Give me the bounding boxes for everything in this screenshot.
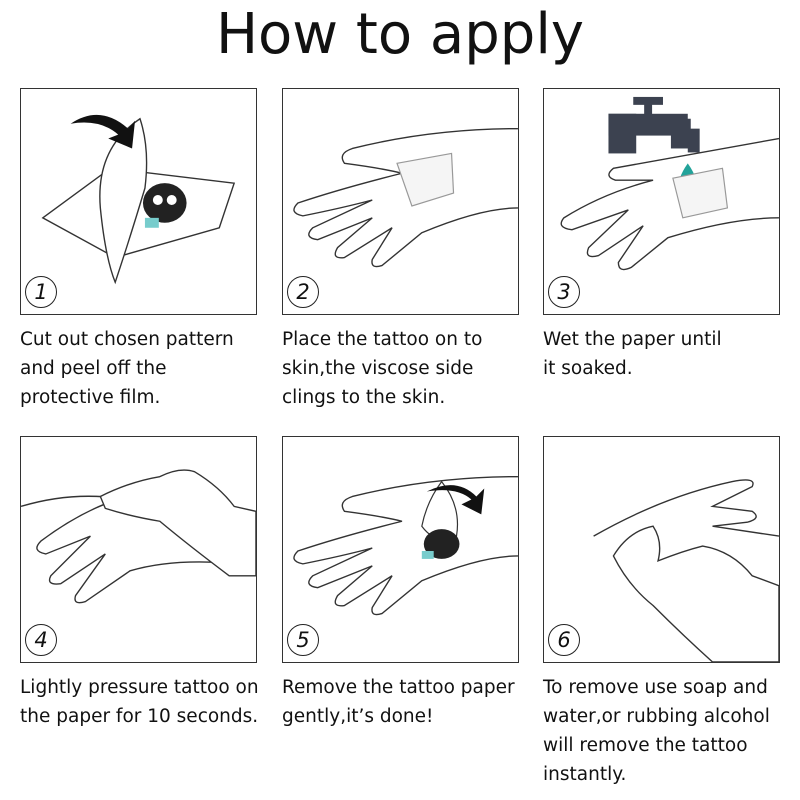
caption-line: Remove the tattoo paper: [282, 677, 515, 698]
caption-line: will remove the tattoo: [543, 735, 748, 756]
remove-paper-icon: [293, 475, 518, 616]
caption-line: water,or rubbing alcohol: [543, 706, 770, 727]
hand-with-tattoo-icon: [293, 127, 518, 268]
caption-line: the paper for 10 seconds.: [20, 706, 259, 727]
caption-line: instantly.: [543, 764, 627, 785]
step-3-illustration: 3: [543, 88, 780, 315]
step-number-badge: 1: [25, 276, 57, 308]
caption-line: it soaked.: [543, 358, 633, 379]
step-number-badge: 4: [25, 624, 57, 656]
page-title: How to apply: [215, 2, 585, 67]
press-hand-icon: [21, 469, 256, 604]
step-4-illustration: 4: [20, 436, 257, 663]
step-number-badge: 3: [548, 276, 580, 308]
caption-line: Place the tattoo on to: [282, 329, 483, 350]
wipe-hands-icon: [593, 479, 779, 662]
step-2-caption: Place the tattoo on to skin,the viscose …: [282, 325, 532, 412]
step-number-badge: 6: [548, 624, 580, 656]
step-4-caption: Lightly pressure tattoo on the paper for…: [20, 673, 270, 731]
caption-line: skin,the viscose side: [282, 358, 474, 379]
caption-line: protective film.: [20, 387, 161, 408]
step-1-caption: Cut out chosen pattern and peel off the …: [20, 325, 270, 412]
step-6-caption: To remove use soap and water,or rubbing …: [543, 673, 793, 789]
caption-line: clings to the skin.: [282, 387, 446, 408]
step-number-badge: 2: [287, 276, 319, 308]
peel-film-icon: [41, 114, 236, 285]
caption-line: and peel off the: [20, 358, 167, 379]
step-number-badge: 5: [287, 624, 319, 656]
caption-line: Wet the paper until: [543, 329, 722, 350]
step-2-illustration: 2: [282, 88, 519, 315]
caption-line: To remove use soap and: [543, 677, 768, 698]
step-5-caption: Remove the tattoo paper gently,it’s done…: [282, 673, 532, 731]
caption-line: gently,it’s done!: [282, 706, 434, 727]
step-1-illustration: 1: [20, 88, 257, 315]
caption-line: Cut out chosen pattern: [20, 329, 234, 350]
caption-line: Lightly pressure tattoo on: [20, 677, 259, 698]
step-3-caption: Wet the paper until it soaked.: [543, 325, 793, 383]
step-5-illustration: 5: [282, 436, 519, 663]
step-6-illustration: 6: [543, 436, 780, 663]
faucet-water-icon: [560, 96, 779, 271]
